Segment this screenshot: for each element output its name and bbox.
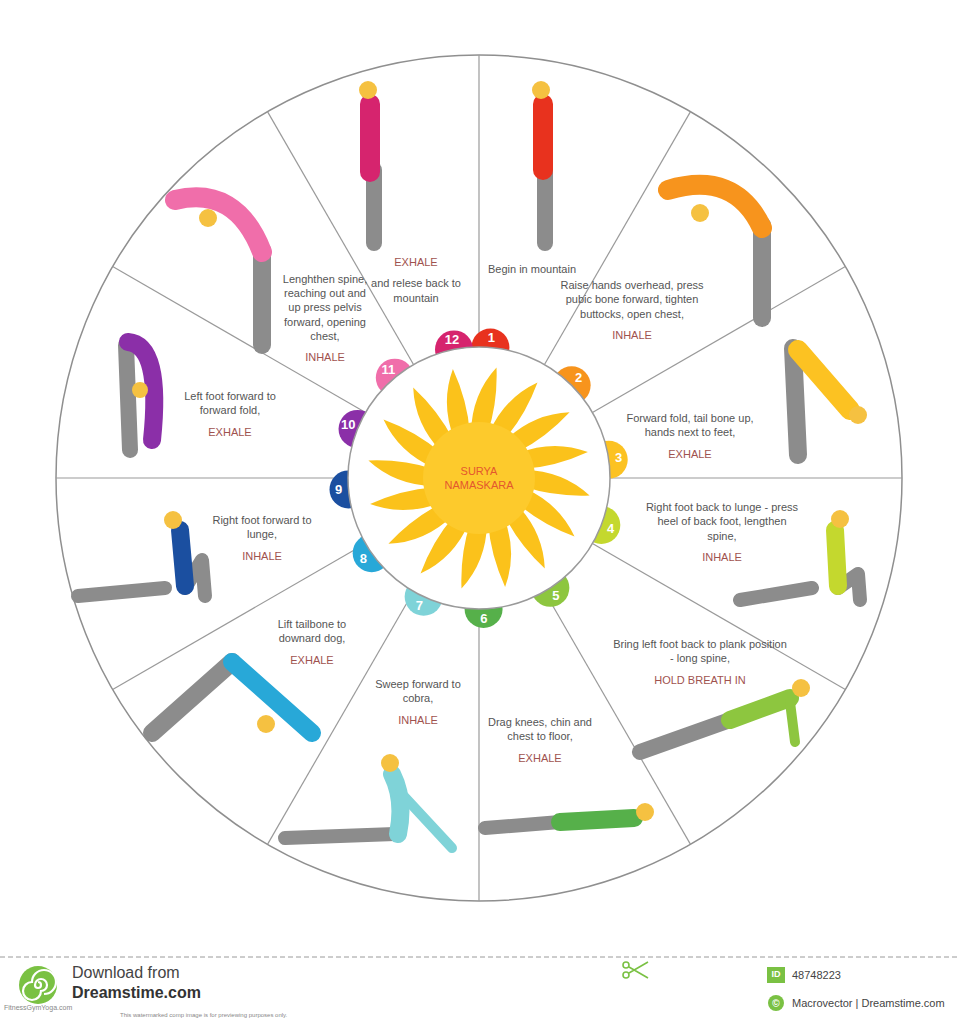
callout-number: 11 — [381, 363, 395, 377]
breath-cue: EXHALE — [175, 425, 285, 439]
pose-instruction: Right foot forward to lunge, — [207, 513, 317, 542]
pose-figure — [78, 511, 205, 596]
callout-number: 4 — [607, 521, 614, 535]
copyright-sign: © — [772, 998, 779, 1009]
callout-number: 5 — [552, 589, 559, 603]
pose-figure — [285, 754, 452, 848]
dreamstime-logo — [19, 966, 57, 1004]
breath-cue: EXHALE — [618, 447, 763, 461]
pose-step: Sweep forward to cobra, INHALE — [368, 677, 468, 727]
sun-ray — [368, 367, 589, 588]
breath-cue: INHALE — [282, 350, 368, 364]
pose-step: Right foot back to lunge - press heel of… — [642, 500, 802, 564]
wedge-divider — [56, 477, 348, 478]
credit-text: Macrovector | Dreamstime.com — [792, 997, 945, 1009]
pose-step: Lift tailbone to downard dog, EXHALE — [262, 617, 362, 667]
pose-figure — [485, 803, 654, 828]
pose-instruction: Raise hands overhead, press pubic bone f… — [552, 278, 712, 321]
pose-step: Forward fold, tail bone up, hands next t… — [618, 411, 763, 461]
pose-figure — [793, 348, 867, 455]
callout-number: 9 — [335, 483, 342, 497]
breath-cue: INHALE — [642, 550, 802, 564]
pose-step: Drag knees, chin and chest to floor, EXHA… — [475, 715, 605, 765]
pose-instruction: Lenghthen spine, reaching out and up pre… — [282, 272, 368, 343]
pose-figures — [78, 81, 867, 848]
pose-figure — [175, 197, 262, 345]
wedge-divider — [545, 112, 691, 365]
sun-symbol — [368, 367, 589, 588]
wheel-outline — [56, 55, 902, 901]
pose-instruction: and relese back to mountain — [366, 276, 466, 305]
pose-instruction: Forward fold, tail bone up, hands next t… — [618, 411, 763, 440]
pose-instruction: Left foot forward to forward fold, — [175, 389, 285, 418]
id-badge — [767, 967, 785, 983]
pose-step: Begin in mountain — [477, 262, 587, 276]
callout-number: 1 — [488, 330, 495, 344]
pose-instruction: Sweep forward to cobra, — [368, 677, 468, 706]
breath-cue: EXHALE — [475, 751, 605, 765]
footer-text: Download from — [72, 964, 180, 982]
wedge-dividers — [56, 55, 902, 901]
callout-number: 8 — [360, 552, 367, 566]
footer-rule — [0, 957, 958, 958]
pose-step: Lenghthen spine, reaching out and up pre… — [282, 272, 368, 365]
image-id: 48748223 — [792, 969, 841, 981]
pose-figure — [126, 342, 154, 450]
sun-title: SURYA NAMASKARA — [442, 464, 516, 493]
footer-brand: Dreamstime.com — [72, 984, 201, 1002]
callout-number: 7 — [416, 599, 423, 613]
pose-instruction: Lift tailbone to downard dog, — [262, 617, 362, 646]
pose-instruction: Bring left foot back to plank position -… — [613, 637, 788, 666]
scissors-icon — [623, 962, 648, 978]
wedge-divider — [478, 55, 479, 347]
pose-step: EXHALE and relese back to mountain — [366, 255, 466, 305]
callout-number: 6 — [480, 612, 487, 626]
breath-cue: INHALE — [552, 328, 712, 342]
breath-cue: HOLD BREATH IN — [613, 673, 788, 687]
wedge-divider — [478, 609, 479, 901]
pose-figure — [359, 81, 377, 243]
inner-circle — [348, 347, 610, 609]
wedge-divider — [592, 544, 845, 690]
wedge-divider — [610, 477, 902, 478]
number-tabs — [329, 328, 627, 627]
pose-step: Raise hands overhead, press pubic bone f… — [552, 278, 712, 342]
watermark: FitnessGymYoga.com — [4, 1004, 72, 1012]
pose-step: Bring left foot back to plank position -… — [613, 637, 788, 687]
id-badge-text: ID — [772, 970, 781, 980]
pose-instruction: Right foot back to lunge - press heel of… — [642, 500, 802, 543]
breath-cue: INHALE — [207, 549, 317, 563]
pose-figure — [152, 662, 312, 733]
callout-number: 10 — [341, 418, 355, 432]
pose-step: Right foot forward to lunge, INHALE — [207, 513, 317, 563]
sun-disc — [423, 422, 535, 534]
breath-cue: EXHALE — [262, 653, 362, 667]
breath-cue: EXHALE — [366, 255, 466, 269]
pose-instruction: Drag knees, chin and chest to floor, — [475, 715, 605, 744]
footer-note: This watermarked comp image is for previ… — [120, 1012, 287, 1019]
pose-step: Left foot forward to forward fold, EXHALE — [175, 389, 285, 439]
pose-figure — [532, 81, 550, 243]
pose-instruction: Begin in mountain — [477, 262, 587, 276]
pose-figure — [640, 679, 810, 752]
breath-cue: INHALE — [368, 713, 468, 727]
callout-number: 12 — [445, 332, 459, 346]
diagram-title: SURYA NAMASKARA — [442, 464, 516, 493]
copyright-badge — [768, 995, 784, 1011]
callout-number: 3 — [615, 451, 622, 465]
callout-number: 2 — [575, 371, 582, 385]
wedge-divider — [268, 112, 414, 365]
